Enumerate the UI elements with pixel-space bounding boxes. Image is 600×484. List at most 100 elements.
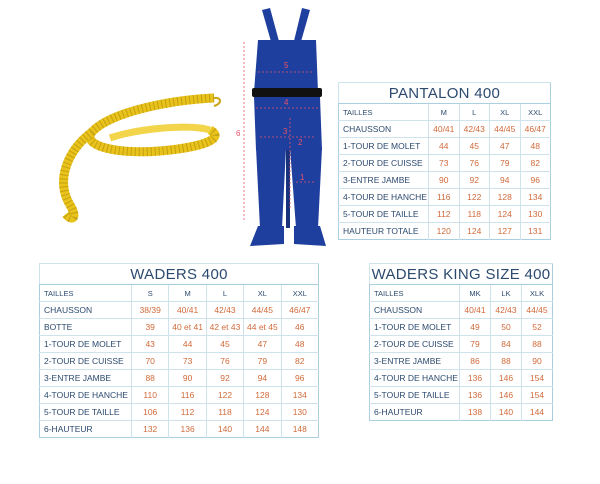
row-label: 5-TOUR DE TAILLE bbox=[39, 403, 132, 421]
pantalon-table-body: PANTALON 400 TAILLES M L XL XXL CHAUSSON… bbox=[338, 82, 551, 240]
size-value: 140 bbox=[490, 403, 522, 421]
size-value: 73 bbox=[168, 352, 207, 370]
row-label: 1-TOUR DE MOLET bbox=[39, 335, 132, 353]
king-size-header: MK bbox=[459, 284, 491, 302]
row-label: CHAUSSON bbox=[338, 120, 429, 138]
size-value: 44/45 bbox=[243, 301, 282, 319]
row-label: 2-TOUR DE CUISSE bbox=[369, 335, 460, 353]
size-value: 73 bbox=[428, 154, 459, 172]
size-value: 127 bbox=[489, 222, 520, 240]
size-value: 90 bbox=[428, 171, 459, 189]
size-value: 79 bbox=[243, 352, 282, 370]
size-value: 140 bbox=[205, 420, 244, 438]
size-value: 84 bbox=[490, 335, 522, 353]
size-value: 46/47 bbox=[519, 120, 551, 138]
size-value: 136 bbox=[168, 420, 207, 438]
king-table-body: WADERS KING SIZE 400 TAILLES MK LK XLK C… bbox=[369, 263, 553, 421]
waders-size-header: M bbox=[168, 284, 207, 302]
size-value: 92 bbox=[458, 171, 490, 189]
size-value: 124 bbox=[458, 222, 490, 240]
waders-size-header: XL bbox=[243, 284, 282, 302]
size-value: 146 bbox=[490, 369, 522, 387]
size-value: 128 bbox=[489, 188, 520, 206]
size-value: 40/41 bbox=[459, 301, 491, 319]
size-value: 148 bbox=[280, 420, 319, 438]
size-value: 112 bbox=[428, 205, 459, 223]
measure-number-4: 4 bbox=[284, 98, 289, 107]
size-value: 52 bbox=[521, 318, 553, 336]
size-value: 40 et 41 bbox=[168, 318, 207, 336]
size-value: 38/39 bbox=[130, 301, 169, 319]
pantalon-size-header: XL bbox=[489, 103, 520, 121]
row-label: BOTTE bbox=[39, 318, 132, 336]
measure-number-6: 6 bbox=[236, 129, 241, 138]
measuring-tape-icon bbox=[59, 93, 221, 223]
row-label: 1-TOUR DE MOLET bbox=[369, 318, 460, 336]
row-label: 4-TOUR DE HANCHE bbox=[39, 386, 132, 404]
king-header-label: TAILLES bbox=[369, 284, 460, 302]
size-value: 118 bbox=[458, 205, 490, 223]
measurement-markers bbox=[243, 42, 318, 222]
size-value: 79 bbox=[489, 154, 520, 172]
size-value: 70 bbox=[130, 352, 169, 370]
size-value: 134 bbox=[519, 188, 551, 206]
size-value: 42/43 bbox=[458, 120, 490, 138]
wader-figure bbox=[250, 8, 326, 246]
size-value: 44 et 45 bbox=[243, 318, 282, 336]
size-value: 118 bbox=[205, 403, 244, 421]
size-value: 124 bbox=[243, 403, 282, 421]
size-value: 94 bbox=[489, 171, 520, 189]
size-value: 42 et 43 bbox=[205, 318, 244, 336]
size-value: 96 bbox=[280, 369, 319, 387]
size-value: 96 bbox=[519, 171, 551, 189]
waders-size-header: S bbox=[130, 284, 169, 302]
size-value: 90 bbox=[521, 352, 553, 370]
size-value: 48 bbox=[280, 335, 319, 353]
size-value: 124 bbox=[489, 205, 520, 223]
size-value: 50 bbox=[490, 318, 522, 336]
size-value: 46 bbox=[280, 318, 319, 336]
row-label: 2-TOUR DE CUISSE bbox=[338, 154, 429, 172]
size-value: 48 bbox=[519, 137, 551, 155]
size-value: 44/45 bbox=[489, 120, 520, 138]
size-value: 112 bbox=[168, 403, 207, 421]
size-value: 130 bbox=[280, 403, 319, 421]
pantalon-size-header: L bbox=[458, 103, 490, 121]
row-label: 1-TOUR DE MOLET bbox=[338, 137, 429, 155]
king-table-title: WADERS KING SIZE 400 bbox=[369, 263, 553, 285]
size-value: 45 bbox=[205, 335, 244, 353]
row-label: 3-ENTRE JAMBE bbox=[39, 369, 132, 387]
pantalon-size-header: XXL bbox=[519, 103, 551, 121]
size-value: 90 bbox=[168, 369, 207, 387]
size-value: 88 bbox=[521, 335, 553, 353]
waders-size-header: L bbox=[205, 284, 244, 302]
row-label: 2-TOUR DE CUISSE bbox=[39, 352, 132, 370]
size-value: 88 bbox=[130, 369, 169, 387]
pantalon-header-label: TAILLES bbox=[338, 103, 429, 121]
measure-number-5: 5 bbox=[284, 61, 289, 70]
size-value: 88 bbox=[490, 352, 522, 370]
waders-size-header: XXL bbox=[280, 284, 319, 302]
size-value: 130 bbox=[519, 205, 551, 223]
measure-number-2: 2 bbox=[298, 138, 303, 147]
size-value: 44 bbox=[428, 137, 459, 155]
row-label: 5-TOUR DE TAILLE bbox=[369, 386, 460, 404]
size-value: 43 bbox=[130, 335, 169, 353]
row-label: 4-TOUR DE HANCHE bbox=[338, 188, 429, 206]
measure-number-3: 3 bbox=[283, 127, 288, 136]
row-label: 4-TOUR DE HANCHE bbox=[369, 369, 460, 387]
size-value: 122 bbox=[205, 386, 244, 404]
